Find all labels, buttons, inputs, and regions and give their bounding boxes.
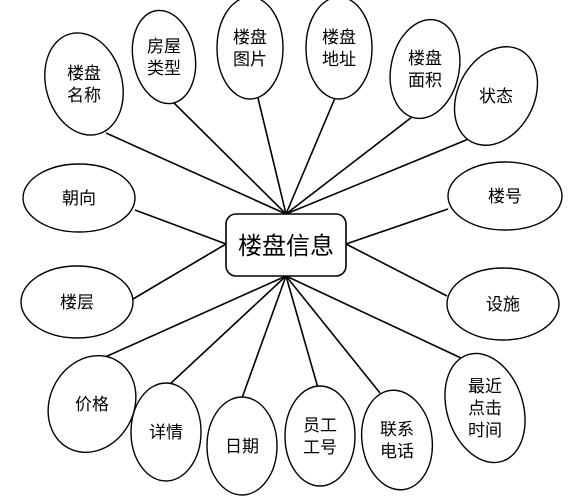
edge-status bbox=[285, 137, 472, 215]
edge-image bbox=[257, 97, 287, 215]
attribute-floor: 楼层 bbox=[20, 265, 134, 339]
entity-label: 楼盘信息 bbox=[238, 232, 334, 260]
edge-employee_no bbox=[285, 275, 319, 389]
attribute-facilities: 设施 bbox=[446, 267, 560, 341]
attribute-label: 状态 bbox=[479, 87, 513, 107]
edge-orientation bbox=[134, 209, 227, 245]
attribute-label: 楼盘 bbox=[67, 64, 101, 84]
connector-lines bbox=[102, 97, 472, 399]
entity-box bbox=[225, 213, 347, 277]
attribute-label: 房屋 bbox=[147, 37, 181, 57]
attribute-ellipse bbox=[44, 32, 124, 136]
attribute-ellipse bbox=[389, 18, 461, 120]
attribute-status: 状态 bbox=[453, 46, 539, 146]
attribute-ellipse bbox=[453, 46, 539, 146]
attribute-label: 点击 bbox=[468, 399, 502, 419]
edge-building_no bbox=[345, 208, 449, 245]
attribute-label: 日期 bbox=[225, 437, 259, 457]
attribute-ellipse bbox=[284, 385, 356, 487]
attribute-label: 类型 bbox=[147, 59, 181, 79]
attribute-orientation: 朝向 bbox=[22, 163, 136, 233]
attribute-ellipse bbox=[47, 354, 137, 454]
attribute-label: 楼盘 bbox=[233, 28, 267, 48]
attribute-label: 设施 bbox=[486, 295, 520, 315]
attribute-ellipse bbox=[131, 9, 197, 105]
entity-node: 楼盘信息 bbox=[225, 213, 347, 277]
edge-name bbox=[105, 132, 287, 215]
edge-phone bbox=[285, 275, 381, 394]
attribute-ellipse bbox=[130, 382, 202, 482]
edge-address bbox=[285, 97, 336, 215]
edge-date bbox=[241, 275, 287, 399]
attribute-label: 楼层 bbox=[60, 293, 94, 313]
attribute-label: 楼号 bbox=[488, 187, 522, 207]
attribute-price: 价格 bbox=[47, 354, 137, 454]
attribute-label: 楼盘 bbox=[322, 28, 356, 48]
edge-price bbox=[102, 275, 287, 359]
edge-house_type bbox=[173, 102, 287, 215]
attribute-label: 朝向 bbox=[62, 189, 96, 209]
attribute-building_no: 楼号 bbox=[447, 161, 563, 231]
edge-floor bbox=[132, 243, 227, 300]
edge-details bbox=[169, 275, 287, 385]
attribute-label: 地址 bbox=[322, 50, 356, 70]
edge-area bbox=[285, 116, 413, 215]
attribute-label: 详情 bbox=[149, 423, 183, 443]
attribute-label: 电话 bbox=[380, 442, 414, 462]
attribute-ellipse bbox=[22, 163, 136, 233]
attribute-label: 价格 bbox=[75, 395, 109, 415]
edge-facilities bbox=[345, 243, 448, 297]
attribute-label: 员工 bbox=[303, 416, 337, 436]
attribute-label: 面积 bbox=[408, 71, 442, 91]
attribute-date: 日期 bbox=[206, 396, 278, 496]
attribute-ellipse bbox=[216, 0, 284, 100]
attribute-ellipse bbox=[360, 389, 434, 491]
attribute-label: 楼盘 bbox=[408, 49, 442, 69]
attribute-ellipse bbox=[20, 265, 134, 339]
attribute-ellipse bbox=[446, 267, 560, 341]
attribute-label: 时间 bbox=[468, 421, 502, 441]
attribute-label: 图片 bbox=[233, 50, 267, 70]
attribute-ellipse bbox=[206, 396, 278, 496]
attribute-ellipse bbox=[444, 352, 526, 464]
edge-last_click_time bbox=[285, 275, 462, 359]
attribute-nodes: 楼盘名称房屋类型楼盘图片楼盘地址楼盘面积状态朝向楼号楼层设施价格详情日期员工工号… bbox=[20, 0, 563, 496]
attribute-label: 名称 bbox=[67, 86, 101, 106]
attribute-details: 详情 bbox=[130, 382, 202, 482]
attribute-label: 工号 bbox=[303, 438, 337, 458]
attribute-ellipse bbox=[305, 0, 373, 100]
attribute-label: 最近 bbox=[468, 377, 502, 397]
attribute-label: 联系 bbox=[380, 420, 414, 440]
attribute-ellipse bbox=[447, 161, 563, 231]
